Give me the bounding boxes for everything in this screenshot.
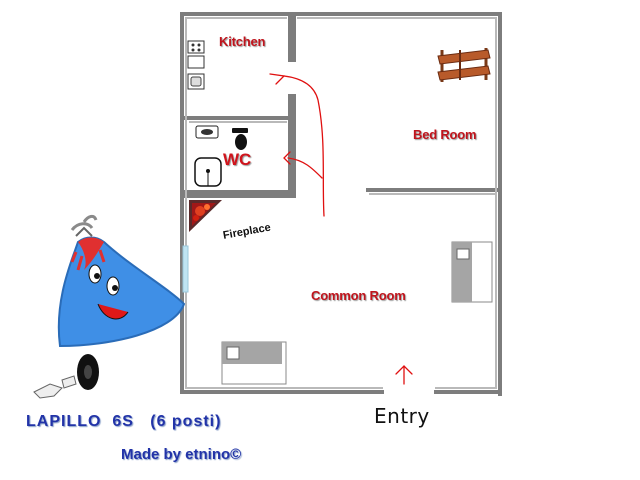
- fireplace-icon: [189, 200, 222, 232]
- sink-icon: [187, 73, 205, 90]
- bunk-bed-icon: [437, 48, 491, 82]
- plan-title: LAPILLO 6S (6 posti): [26, 413, 222, 430]
- flow-arrows: [269, 73, 413, 385]
- walls: [180, 12, 502, 396]
- entry-door: [384, 385, 434, 396]
- arrow-to-wc: [287, 157, 323, 179]
- toilet-icon: [232, 128, 248, 150]
- window: [182, 245, 189, 293]
- bedroom-label: Bed Room: [413, 127, 477, 142]
- counter-icon: [187, 55, 205, 69]
- author-credit: Made by etnino©: [121, 446, 242, 463]
- bed-icon: [221, 341, 287, 385]
- shower-icon: [194, 157, 222, 187]
- arrow-to-kitchen: [283, 75, 325, 217]
- stove-icon: [187, 40, 205, 54]
- kitchen-label: Kitchen: [219, 34, 266, 49]
- washbasin-icon: [195, 125, 219, 139]
- bed-icon: [451, 241, 493, 303]
- volcano-mascot-icon: [33, 214, 186, 399]
- entry-label: Entry: [374, 404, 430, 428]
- common-room-label: Common Room: [311, 288, 406, 303]
- wc-label: WC: [223, 150, 252, 169]
